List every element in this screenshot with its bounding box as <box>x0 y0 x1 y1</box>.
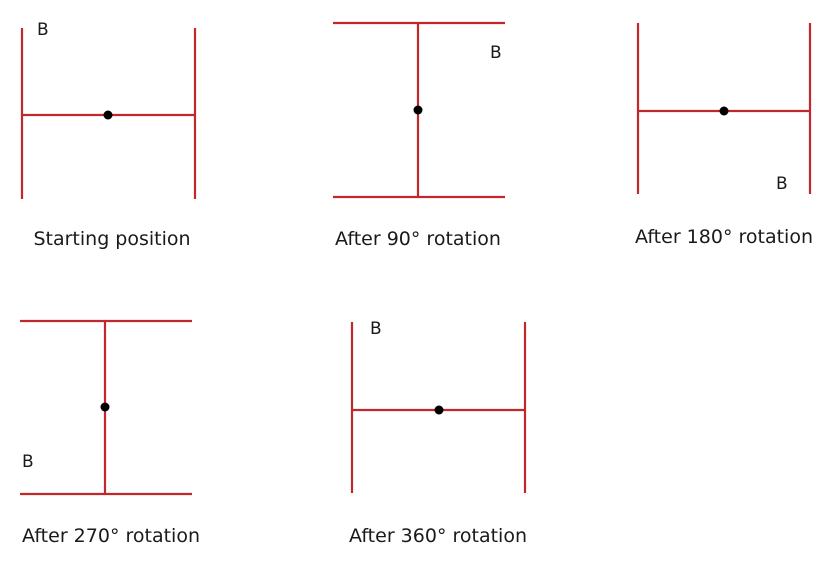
pivot-dot <box>103 110 113 120</box>
caption-after-180: After 180° rotation <box>635 226 813 248</box>
marker-b: B <box>22 452 34 472</box>
caption-after-360: After 360° rotation <box>349 525 527 547</box>
pivot-dot <box>413 105 423 115</box>
marker-b: B <box>490 43 502 63</box>
figure-starting-position: B <box>20 20 197 199</box>
pivot-dot <box>719 106 729 116</box>
figure-after-270: B <box>20 319 192 496</box>
caption-starting-position: Starting position <box>33 228 191 250</box>
figure-after-180: B <box>636 23 812 194</box>
caption-after-270: After 270° rotation <box>22 525 200 547</box>
pivot-dot <box>100 402 110 412</box>
marker-b: B <box>776 174 788 194</box>
caption-after-90: After 90° rotation <box>335 228 501 250</box>
figure-after-90: B <box>333 21 505 199</box>
pivot-dot <box>434 405 444 415</box>
marker-b: B <box>370 319 382 339</box>
marker-b: B <box>37 20 49 40</box>
figure-after-360: B <box>350 319 527 493</box>
